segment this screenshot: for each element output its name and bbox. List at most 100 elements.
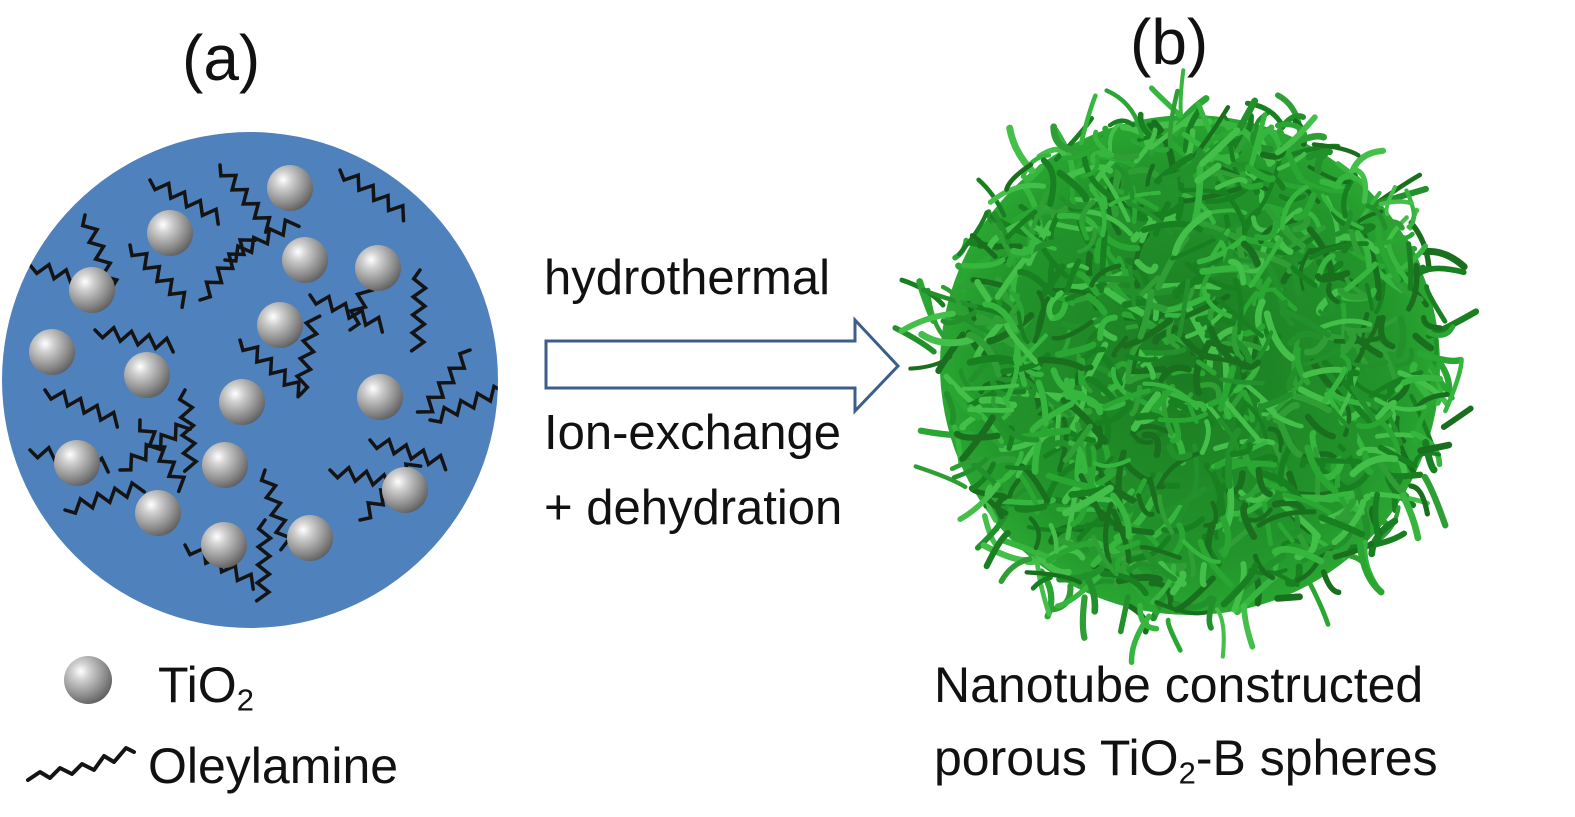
nanotube-strand bbox=[1137, 602, 1160, 632]
nanotube-strand bbox=[1285, 365, 1301, 392]
tio2-particle bbox=[382, 467, 428, 513]
nanotube-strand bbox=[1116, 539, 1141, 551]
nanotube-strand bbox=[998, 556, 1033, 584]
nanotube-strand bbox=[1338, 498, 1357, 520]
legend-oleylamine-label: Oleylamine bbox=[148, 738, 399, 794]
nanotube-strand bbox=[1337, 287, 1367, 301]
nanotube-strand bbox=[1107, 118, 1136, 128]
nanotube-strand bbox=[1378, 314, 1396, 350]
nanotube-strand bbox=[1154, 153, 1195, 185]
nanotube-strand bbox=[1154, 600, 1210, 616]
nanotube-strand bbox=[1366, 241, 1382, 302]
nanotube-strand bbox=[1114, 164, 1135, 200]
nanotube-strand bbox=[1219, 515, 1232, 558]
oleylamine-tio2-sphere bbox=[2, 132, 498, 628]
nanotube-strand bbox=[1300, 543, 1334, 564]
nanotube-strand bbox=[1362, 450, 1374, 476]
legend-tio2-subscript: 2 bbox=[236, 682, 254, 718]
nanotube-strands bbox=[892, 68, 1480, 666]
nanotube-strand bbox=[1338, 261, 1378, 297]
nanotube-strand bbox=[1295, 547, 1327, 583]
panel-b-label: (b) bbox=[1130, 6, 1209, 78]
nanotube-strand bbox=[1315, 318, 1373, 332]
nanotube-strand bbox=[1020, 153, 1052, 179]
nanotube-strand bbox=[1214, 177, 1248, 191]
nanotube-strand bbox=[1004, 464, 1032, 471]
tio2-legend-icon bbox=[64, 656, 112, 704]
nanotube-strand bbox=[991, 211, 1011, 245]
oleylamine-chain bbox=[63, 480, 146, 516]
nanotube-strand bbox=[1304, 413, 1337, 440]
tio2-particle bbox=[257, 302, 303, 348]
nanotube-strand bbox=[974, 279, 992, 303]
oleylamine-chain bbox=[128, 243, 187, 310]
nanotube-strand bbox=[943, 391, 957, 425]
nanotube-strand bbox=[1267, 426, 1284, 453]
nanotube-strand bbox=[1292, 191, 1317, 221]
nanotube-strand bbox=[1307, 165, 1351, 185]
nanotube-strand bbox=[1399, 492, 1422, 542]
nanotube-strand bbox=[1034, 558, 1052, 617]
nanotube-strand bbox=[1395, 315, 1407, 359]
tio2-particle bbox=[29, 329, 75, 375]
oleylamine-chain bbox=[254, 518, 274, 603]
nanotube-strand bbox=[1215, 607, 1226, 659]
nanotube-strand bbox=[1140, 220, 1204, 233]
nanotube-strand bbox=[1271, 546, 1325, 565]
nanotube-strand bbox=[940, 284, 962, 313]
nanotube-strand bbox=[1247, 112, 1268, 171]
nanotube-strand bbox=[1341, 315, 1400, 333]
nanotube-strand bbox=[1215, 180, 1248, 233]
nanotube-strand bbox=[969, 461, 997, 492]
nanotube-strand bbox=[1368, 219, 1405, 231]
nanotube-strand bbox=[1240, 240, 1261, 268]
nanotube-strand bbox=[1125, 201, 1174, 235]
nanotube-strand bbox=[1079, 594, 1088, 641]
oleylamine-chain bbox=[93, 324, 175, 354]
nanotube-strand bbox=[1404, 188, 1416, 230]
process-step-hydrothermal: hydrothermal bbox=[544, 251, 830, 305]
nanotube-strand bbox=[1149, 563, 1177, 605]
nanotube-strand bbox=[1040, 157, 1057, 207]
nanotube-strand bbox=[1318, 514, 1366, 538]
nanotube-strand bbox=[1201, 285, 1233, 319]
nanotube-strand bbox=[1155, 234, 1190, 291]
nanotube-strand bbox=[1355, 410, 1393, 430]
nanotube-strand bbox=[920, 287, 978, 309]
nanotube-strand bbox=[951, 457, 989, 480]
nanotube-strand bbox=[1314, 269, 1351, 283]
nanotube-strand bbox=[1161, 147, 1203, 182]
nanotube-strand bbox=[984, 495, 1009, 516]
nanotube-strand bbox=[1133, 127, 1158, 164]
nanotube-strand bbox=[1277, 522, 1295, 544]
nanotube-strand bbox=[1342, 405, 1352, 438]
nanotube-strand bbox=[1117, 594, 1131, 635]
nanotube-strand bbox=[1306, 226, 1335, 282]
nanotube-strand bbox=[1241, 603, 1256, 650]
nanotube-strand bbox=[1304, 444, 1339, 494]
nanotube-strand bbox=[1081, 154, 1118, 202]
nanotube-strand bbox=[1343, 525, 1364, 551]
nanotube-strand bbox=[1273, 207, 1303, 235]
nanotube-strand bbox=[1440, 405, 1474, 430]
nanotube-strand bbox=[983, 530, 1011, 570]
nanotube-strand bbox=[1030, 575, 1053, 591]
nanotube-strand bbox=[1171, 209, 1212, 256]
nanotube-strand bbox=[1183, 186, 1242, 204]
nanotube-strand bbox=[1128, 613, 1152, 666]
nanotube-strand bbox=[959, 414, 996, 463]
nanotube-strand bbox=[1050, 123, 1082, 154]
nanotube-strand bbox=[1233, 364, 1260, 394]
nanotube-strand bbox=[1139, 545, 1182, 560]
nanotube-strand bbox=[918, 330, 975, 347]
nanotube-strand bbox=[1300, 457, 1362, 464]
nanotube-strand bbox=[1322, 366, 1348, 404]
nanotube-strand bbox=[1099, 570, 1149, 597]
nanotube-strand bbox=[1012, 205, 1051, 224]
nanotube-strand bbox=[1105, 245, 1130, 274]
nanotube-strand bbox=[1421, 473, 1449, 529]
nanotube-strand bbox=[1236, 246, 1294, 270]
nanotube-strand bbox=[1023, 377, 1072, 417]
tio2-particle bbox=[355, 245, 401, 291]
nanotube-strand bbox=[1302, 366, 1345, 378]
